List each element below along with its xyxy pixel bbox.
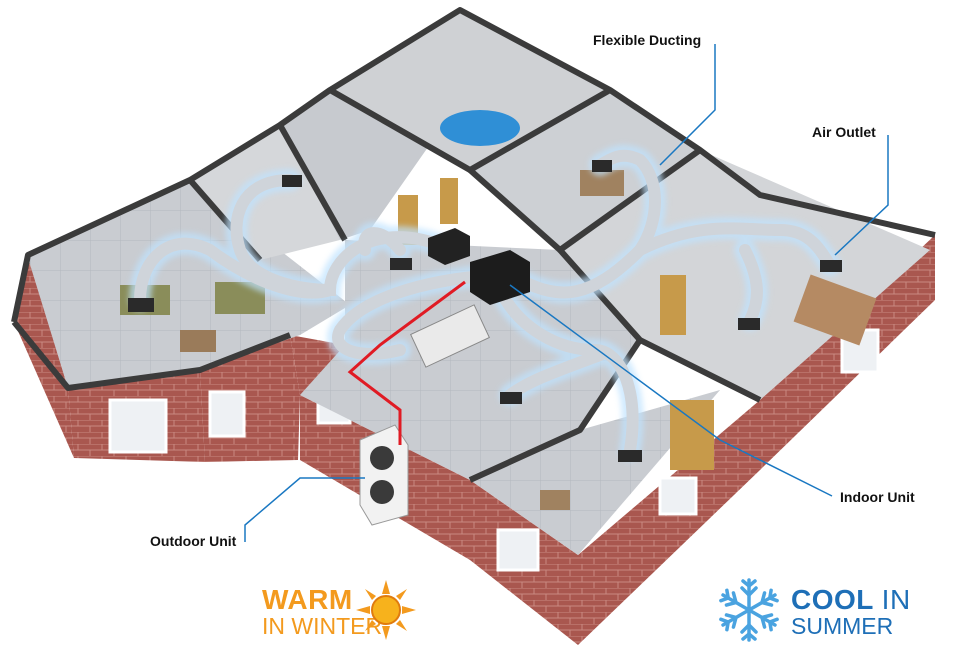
car xyxy=(440,110,520,146)
sun-icon xyxy=(356,580,416,640)
leader-lines xyxy=(244,44,889,542)
air-outlet xyxy=(738,318,760,330)
air-outlet xyxy=(390,258,412,270)
label-outdoor-unit: Outdoor Unit xyxy=(150,533,237,549)
door-hall-2 xyxy=(440,178,458,224)
bed xyxy=(793,274,877,346)
leader-indoor-unit xyxy=(509,284,833,497)
cool-in-word: IN xyxy=(881,584,911,615)
air-outlet xyxy=(592,160,612,172)
door-bedroom xyxy=(660,275,686,335)
label-air-outlet: Air Outlet xyxy=(812,124,876,140)
cool-in-summer-badge: COOL IN SUMMER xyxy=(791,586,911,638)
exterior-windows xyxy=(108,328,880,572)
leader-outdoor-unit xyxy=(244,477,365,542)
air-outlet xyxy=(820,260,842,272)
warm-subtitle: IN WINTER xyxy=(262,613,383,639)
leader-flexible-ducting xyxy=(659,44,716,166)
label-flexible-ducting: Flexible Ducting xyxy=(593,32,702,48)
air-outlets xyxy=(128,160,842,462)
flexible-ducting xyxy=(129,144,841,461)
label-indoor-unit: Indoor Unit xyxy=(840,489,915,505)
dining-table xyxy=(410,304,490,368)
air-outlet xyxy=(618,450,642,462)
coffee-table xyxy=(180,330,216,352)
wardrobe xyxy=(670,400,714,470)
cool-subtitle: SUMMER xyxy=(791,613,894,639)
outdoor-unit xyxy=(359,424,409,526)
air-outlet xyxy=(500,392,522,404)
air-outlet xyxy=(128,298,154,312)
warm-title: WARM xyxy=(262,584,353,615)
air-outlet xyxy=(282,175,302,187)
refrigerant-line xyxy=(347,280,466,445)
snowflake-icon xyxy=(717,578,781,642)
leader-air-outlet xyxy=(834,135,889,256)
indoor-unit xyxy=(428,228,530,305)
cool-title: COOL xyxy=(791,584,874,615)
desk xyxy=(540,490,570,510)
warm-in-winter-badge: WARM IN WINTER xyxy=(262,586,382,638)
